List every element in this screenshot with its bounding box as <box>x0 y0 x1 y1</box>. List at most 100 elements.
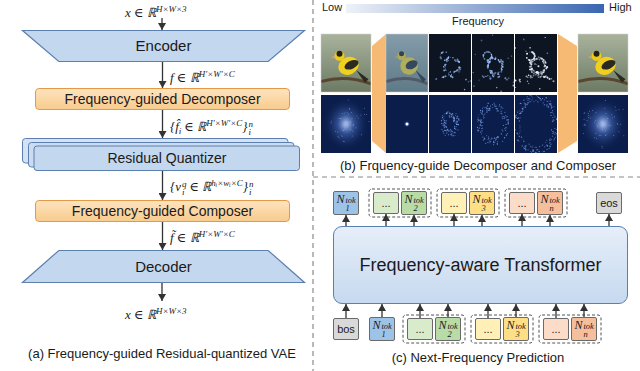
detail-dot <box>531 60 532 61</box>
spectrum-dot <box>554 138 555 139</box>
spectrum-dot <box>441 123 442 124</box>
detail-dot <box>489 61 491 63</box>
detail-dot <box>458 61 460 63</box>
subscript: i <box>249 188 254 196</box>
spectrum-dot <box>340 118 341 119</box>
spectrum-dot <box>457 129 458 130</box>
detail-dot <box>533 71 534 72</box>
detail-dot <box>539 88 541 90</box>
spectrum-dot <box>550 112 551 113</box>
spectrum-dot <box>497 144 498 145</box>
spectrum-dot <box>356 116 357 117</box>
detail-dot <box>487 59 489 61</box>
spectrum-dot <box>607 118 608 119</box>
detail-dot <box>551 78 553 80</box>
detail-dot <box>543 76 545 78</box>
spectrum-dot <box>541 100 542 101</box>
label-group: (b) Frquency-guide Decomposer and Compos… <box>340 158 616 174</box>
spectrum-dot <box>368 121 369 122</box>
detail-dot <box>529 51 530 52</box>
spectrum-dot <box>449 115 450 116</box>
spectrum-dot <box>454 128 455 129</box>
detail-dot <box>530 66 532 68</box>
token-superscript: tok <box>447 323 457 331</box>
flow-arrow <box>345 304 346 318</box>
superscript: n <box>249 180 254 188</box>
spectrum-dot <box>547 146 548 147</box>
spectrum-background <box>578 95 628 153</box>
spectrum-dot <box>556 133 557 134</box>
spectrum-dot <box>478 128 479 129</box>
detail-dot <box>459 68 460 69</box>
flow-arrow <box>381 304 382 317</box>
detail-dot <box>498 76 499 77</box>
spectrum-dot <box>345 124 346 125</box>
bird-tail <box>356 70 369 83</box>
spectrum-dot <box>502 108 503 109</box>
spectrum-dot <box>515 116 516 117</box>
detail-dot <box>533 53 535 55</box>
spectrum-dot <box>451 114 452 115</box>
spectrum-dot <box>478 120 479 121</box>
detail-dot <box>491 57 492 58</box>
spectrum-dot <box>546 101 547 102</box>
spectrum-dot <box>518 117 519 118</box>
token-box: Ntokn <box>571 317 597 341</box>
spectrum-dot <box>508 123 509 124</box>
spectrum-dot <box>515 129 516 130</box>
spectrum-dot <box>452 131 453 132</box>
detail-dot <box>552 80 554 82</box>
spectrum-dot <box>602 120 603 121</box>
input-arrow <box>161 18 162 30</box>
detail-dot <box>448 60 449 61</box>
detail-dot <box>531 59 533 61</box>
spectrum-dot <box>525 150 526 151</box>
spectrum-dot <box>477 130 478 131</box>
spectrum-dot <box>481 125 482 126</box>
spectrum-dot <box>496 108 497 109</box>
spectrum-dot <box>500 108 501 109</box>
math-label: f̃ ∈ ℝ <box>170 230 199 245</box>
detail-dot <box>545 61 547 63</box>
spectrum-dot <box>342 126 343 127</box>
detail-dot <box>543 76 545 78</box>
spectrum-dot <box>551 108 552 109</box>
spectrum-dot <box>447 112 448 113</box>
spectrum-dot <box>523 99 524 100</box>
detail-dot <box>464 89 466 91</box>
spectrum-dot <box>481 122 482 123</box>
label-group: {f̂i∈ ℝH′×W′×C}ni <box>170 115 253 139</box>
detail-dot <box>456 58 458 60</box>
subscript: i <box>182 188 187 196</box>
bird-head <box>335 51 345 61</box>
spectrum-dot <box>600 135 601 136</box>
token-box: Ntok2 <box>435 317 461 341</box>
token-superscript: tok <box>481 197 491 205</box>
spectrum-dot <box>542 144 543 145</box>
spectrum-dot <box>478 119 479 120</box>
flow-arrow <box>162 62 163 88</box>
spectrum-dot <box>352 130 353 131</box>
spectrum-dot <box>449 112 450 113</box>
spectrum-dot <box>456 118 457 119</box>
spectrum-dot <box>493 141 494 142</box>
detail-dot <box>534 70 535 71</box>
token-group <box>403 315 465 343</box>
spectrum-dot <box>443 119 444 120</box>
detail-dot <box>445 64 447 66</box>
spectrum-dot <box>484 138 485 139</box>
detail-dot <box>546 77 547 78</box>
token-group <box>369 189 431 217</box>
spectrum-dot <box>339 118 340 119</box>
trapezoid-outline <box>23 251 305 283</box>
spectrum-dot <box>538 151 539 152</box>
spectrum-dot <box>454 117 455 118</box>
spectrum-dot <box>544 99 545 100</box>
spectrum-dot <box>544 104 545 105</box>
spectrum-dot <box>519 136 520 137</box>
spectrum-dot <box>446 113 447 114</box>
image-tile <box>386 34 428 92</box>
spectrum-dot <box>527 102 528 103</box>
axis-label: Low <box>322 1 342 13</box>
spectrum-dot <box>537 149 538 150</box>
